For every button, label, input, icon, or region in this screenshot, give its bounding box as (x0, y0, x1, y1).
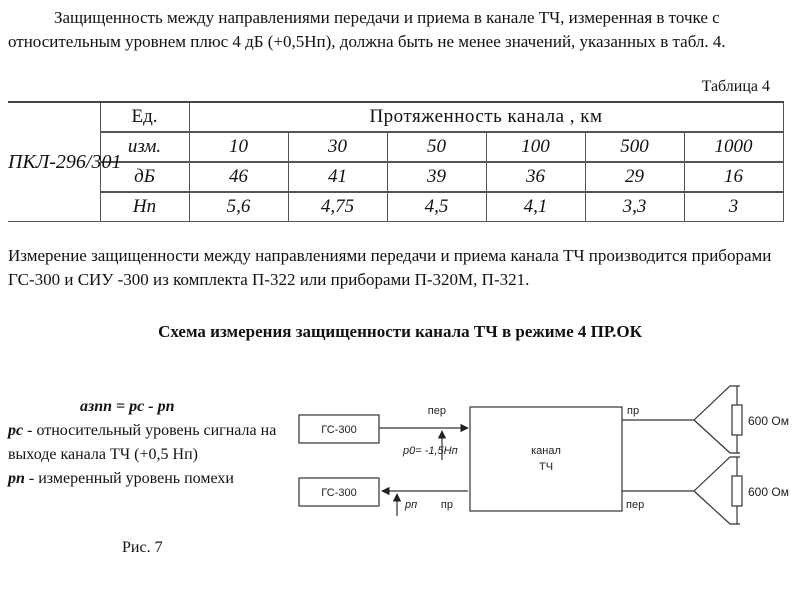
label-per-top-left: пер (428, 405, 446, 417)
gs300-bottom-box (298, 477, 380, 507)
legend-pc-symbol: рс (8, 422, 24, 439)
legend-pc: рс - относительный уровень сигнала на вы… (8, 419, 298, 467)
load-bottom-label: 600 Ом (748, 485, 789, 499)
channel-box (469, 406, 623, 512)
table-cell: 3,3 (584, 191, 685, 222)
table-cell: 30 (287, 131, 388, 163)
bottom-resistor (731, 475, 743, 507)
intro-text: Защищенность между направлениями передач… (8, 8, 726, 51)
table-cell: 500 (584, 131, 685, 163)
table-unit-cell: Нп (99, 191, 190, 222)
table-cell: 4,1 (485, 191, 586, 222)
protection-table: ПКЛ-296/301 Ед. Протяженность канала , к… (8, 101, 784, 222)
figure-caption: Рис. 7 (122, 539, 163, 556)
legend-pn-symbol: рп (8, 470, 25, 487)
table-cell: 36 (485, 161, 586, 193)
gs300-top-box (298, 414, 380, 444)
unit-header-line1: Ед. (131, 106, 158, 127)
table-cell: 46 (188, 161, 289, 193)
gs300-top-label: ГС-300 (321, 424, 356, 436)
table-model-cell: ПКЛ-296/301 (8, 101, 122, 222)
label-per-bottom-right: пер (626, 499, 644, 511)
table-model: ПКЛ-296/301 (8, 151, 122, 173)
table-cell: 16 (683, 161, 784, 193)
channel-label-1: канал (531, 445, 561, 457)
load-top-label: 600 Ом (748, 414, 789, 428)
legend-pn: рп - измеренный уровень помехи (8, 467, 298, 491)
pn-label: рп (404, 499, 417, 511)
p0-label: р0= -1,5Нп (402, 445, 458, 457)
legend-formula: азпп = рс - рп (80, 398, 175, 415)
legend: азпп = рс - рп рс - относительный уровен… (8, 395, 298, 491)
legend-pc-text: - относительный уровень сигнала на выход… (8, 422, 277, 463)
table-cell: 3 (683, 191, 784, 222)
table-cell: 50 (386, 131, 487, 163)
legend-pn-text: - измеренный уровень помехи (24, 470, 234, 487)
label-pr-top-right: пр (627, 405, 639, 417)
label-pr-bottom-left: пр (441, 499, 453, 511)
table-lengths-row: изм. 10 30 50 100 500 1000 (8, 131, 784, 163)
table-cell: 5,6 (188, 191, 289, 222)
schema-title: Схема измерения защищенности канала ТЧ в… (158, 322, 642, 341)
table-row-np: Нп 5,6 4,75 4,5 4,1 3,3 3 (8, 191, 784, 222)
table-caption: Таблица 4 (701, 78, 770, 95)
table-unit-header-2: изм. (99, 131, 190, 163)
measurement-paragraph: Измерение защищенности между направления… (8, 246, 772, 289)
gs300-bottom-label: ГС-300 (321, 487, 356, 499)
channel-label-2: ТЧ (539, 461, 553, 473)
intro-paragraph: Защищенность между направлениями передач… (8, 6, 778, 54)
table-cell: 10 (188, 131, 289, 163)
top-resistor (731, 404, 743, 436)
table-cell: 41 (287, 161, 388, 193)
table-cell: 4,5 (386, 191, 487, 222)
